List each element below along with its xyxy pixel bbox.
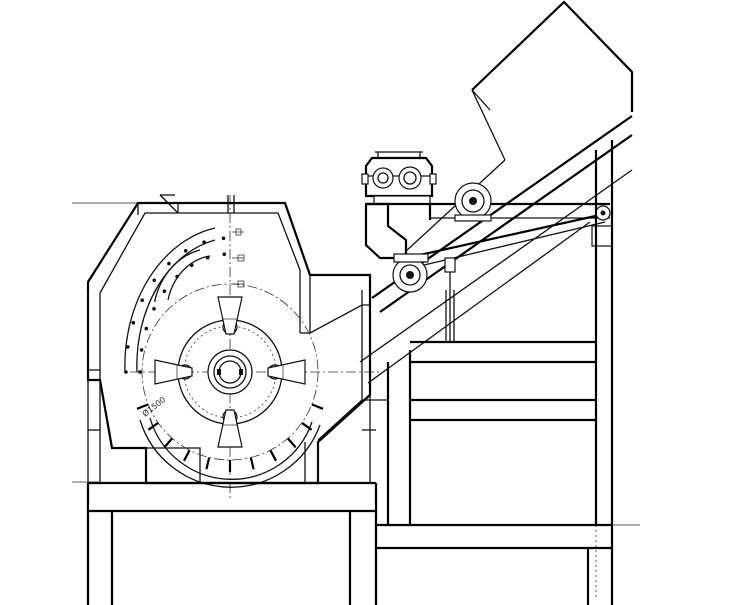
grate-bar bbox=[183, 449, 191, 462]
index-marks bbox=[232, 228, 245, 288]
liner-bolt bbox=[139, 348, 144, 352]
inclined-conveyor bbox=[359, 0, 634, 384]
hammer bbox=[154, 359, 193, 385]
grate-bar bbox=[147, 421, 159, 431]
liner-bolt bbox=[138, 370, 142, 374]
support-structure bbox=[86, 140, 614, 605]
grate-bar bbox=[163, 437, 174, 449]
drive-pulleys bbox=[392, 182, 492, 342]
grate-bar bbox=[269, 449, 277, 462]
liner-bolt bbox=[183, 249, 188, 253]
liner-bolt bbox=[126, 345, 130, 349]
liner-bolt bbox=[152, 307, 156, 311]
hammer bbox=[217, 409, 243, 448]
liner-bolt bbox=[205, 255, 210, 260]
hammer-head bbox=[154, 359, 193, 385]
liner-bolt bbox=[202, 240, 206, 244]
liner-plate bbox=[124, 227, 227, 374]
grate-bar bbox=[205, 457, 211, 470]
grate-bar bbox=[136, 403, 149, 410]
liner-bolt bbox=[162, 289, 167, 294]
hammer-head bbox=[217, 296, 243, 335]
liner-bolt bbox=[140, 298, 144, 303]
grate-bars bbox=[136, 403, 324, 472]
grate-bar bbox=[301, 421, 313, 431]
liner-bolts bbox=[124, 236, 227, 374]
rotor-assembly: Ø1500 bbox=[140, 283, 319, 461]
gear-reducer bbox=[361, 151, 437, 205]
hammer bbox=[217, 296, 243, 335]
crusher-housing bbox=[86, 194, 372, 485]
hammer bbox=[267, 359, 306, 385]
liner-bolt bbox=[144, 326, 149, 331]
hammer-head bbox=[267, 359, 306, 385]
liner-bolt bbox=[124, 370, 128, 374]
liner-bolt bbox=[222, 252, 227, 256]
grate-screen bbox=[136, 403, 324, 488]
liner-bolt bbox=[189, 263, 194, 268]
liner-bolt bbox=[175, 274, 179, 279]
liner-bolt bbox=[152, 278, 156, 283]
liner-bolt bbox=[131, 320, 136, 325]
grate-bar bbox=[311, 403, 324, 410]
liner-bolt bbox=[221, 236, 226, 241]
hammer-head bbox=[217, 409, 243, 448]
liner-bolt bbox=[167, 261, 171, 266]
hammers bbox=[154, 296, 306, 448]
grate-bar bbox=[249, 457, 255, 470]
grate-bar bbox=[286, 437, 297, 449]
